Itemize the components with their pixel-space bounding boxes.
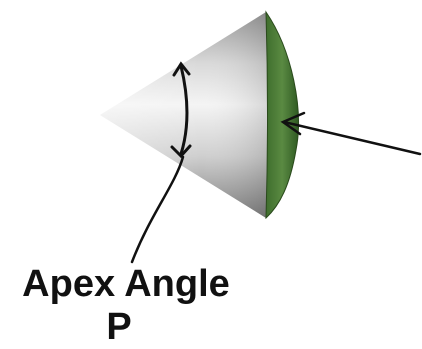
base-pointer-arrow (280, 111, 422, 156)
apex-angle-label: Apex Angle (22, 263, 230, 305)
base-pointer-line (282, 120, 422, 156)
arrowhead-top (172, 61, 191, 77)
apex-angle-arc (179, 64, 189, 156)
arrowhead-bottom (170, 144, 192, 159)
apex-angle-arrow (170, 61, 192, 159)
base-pointer-head (280, 111, 306, 136)
cone-body-shading (100, 12, 268, 218)
cone-base (265, 10, 299, 220)
apex-angle-symbol: P (106, 306, 132, 348)
apex-label-leader (130, 155, 185, 264)
